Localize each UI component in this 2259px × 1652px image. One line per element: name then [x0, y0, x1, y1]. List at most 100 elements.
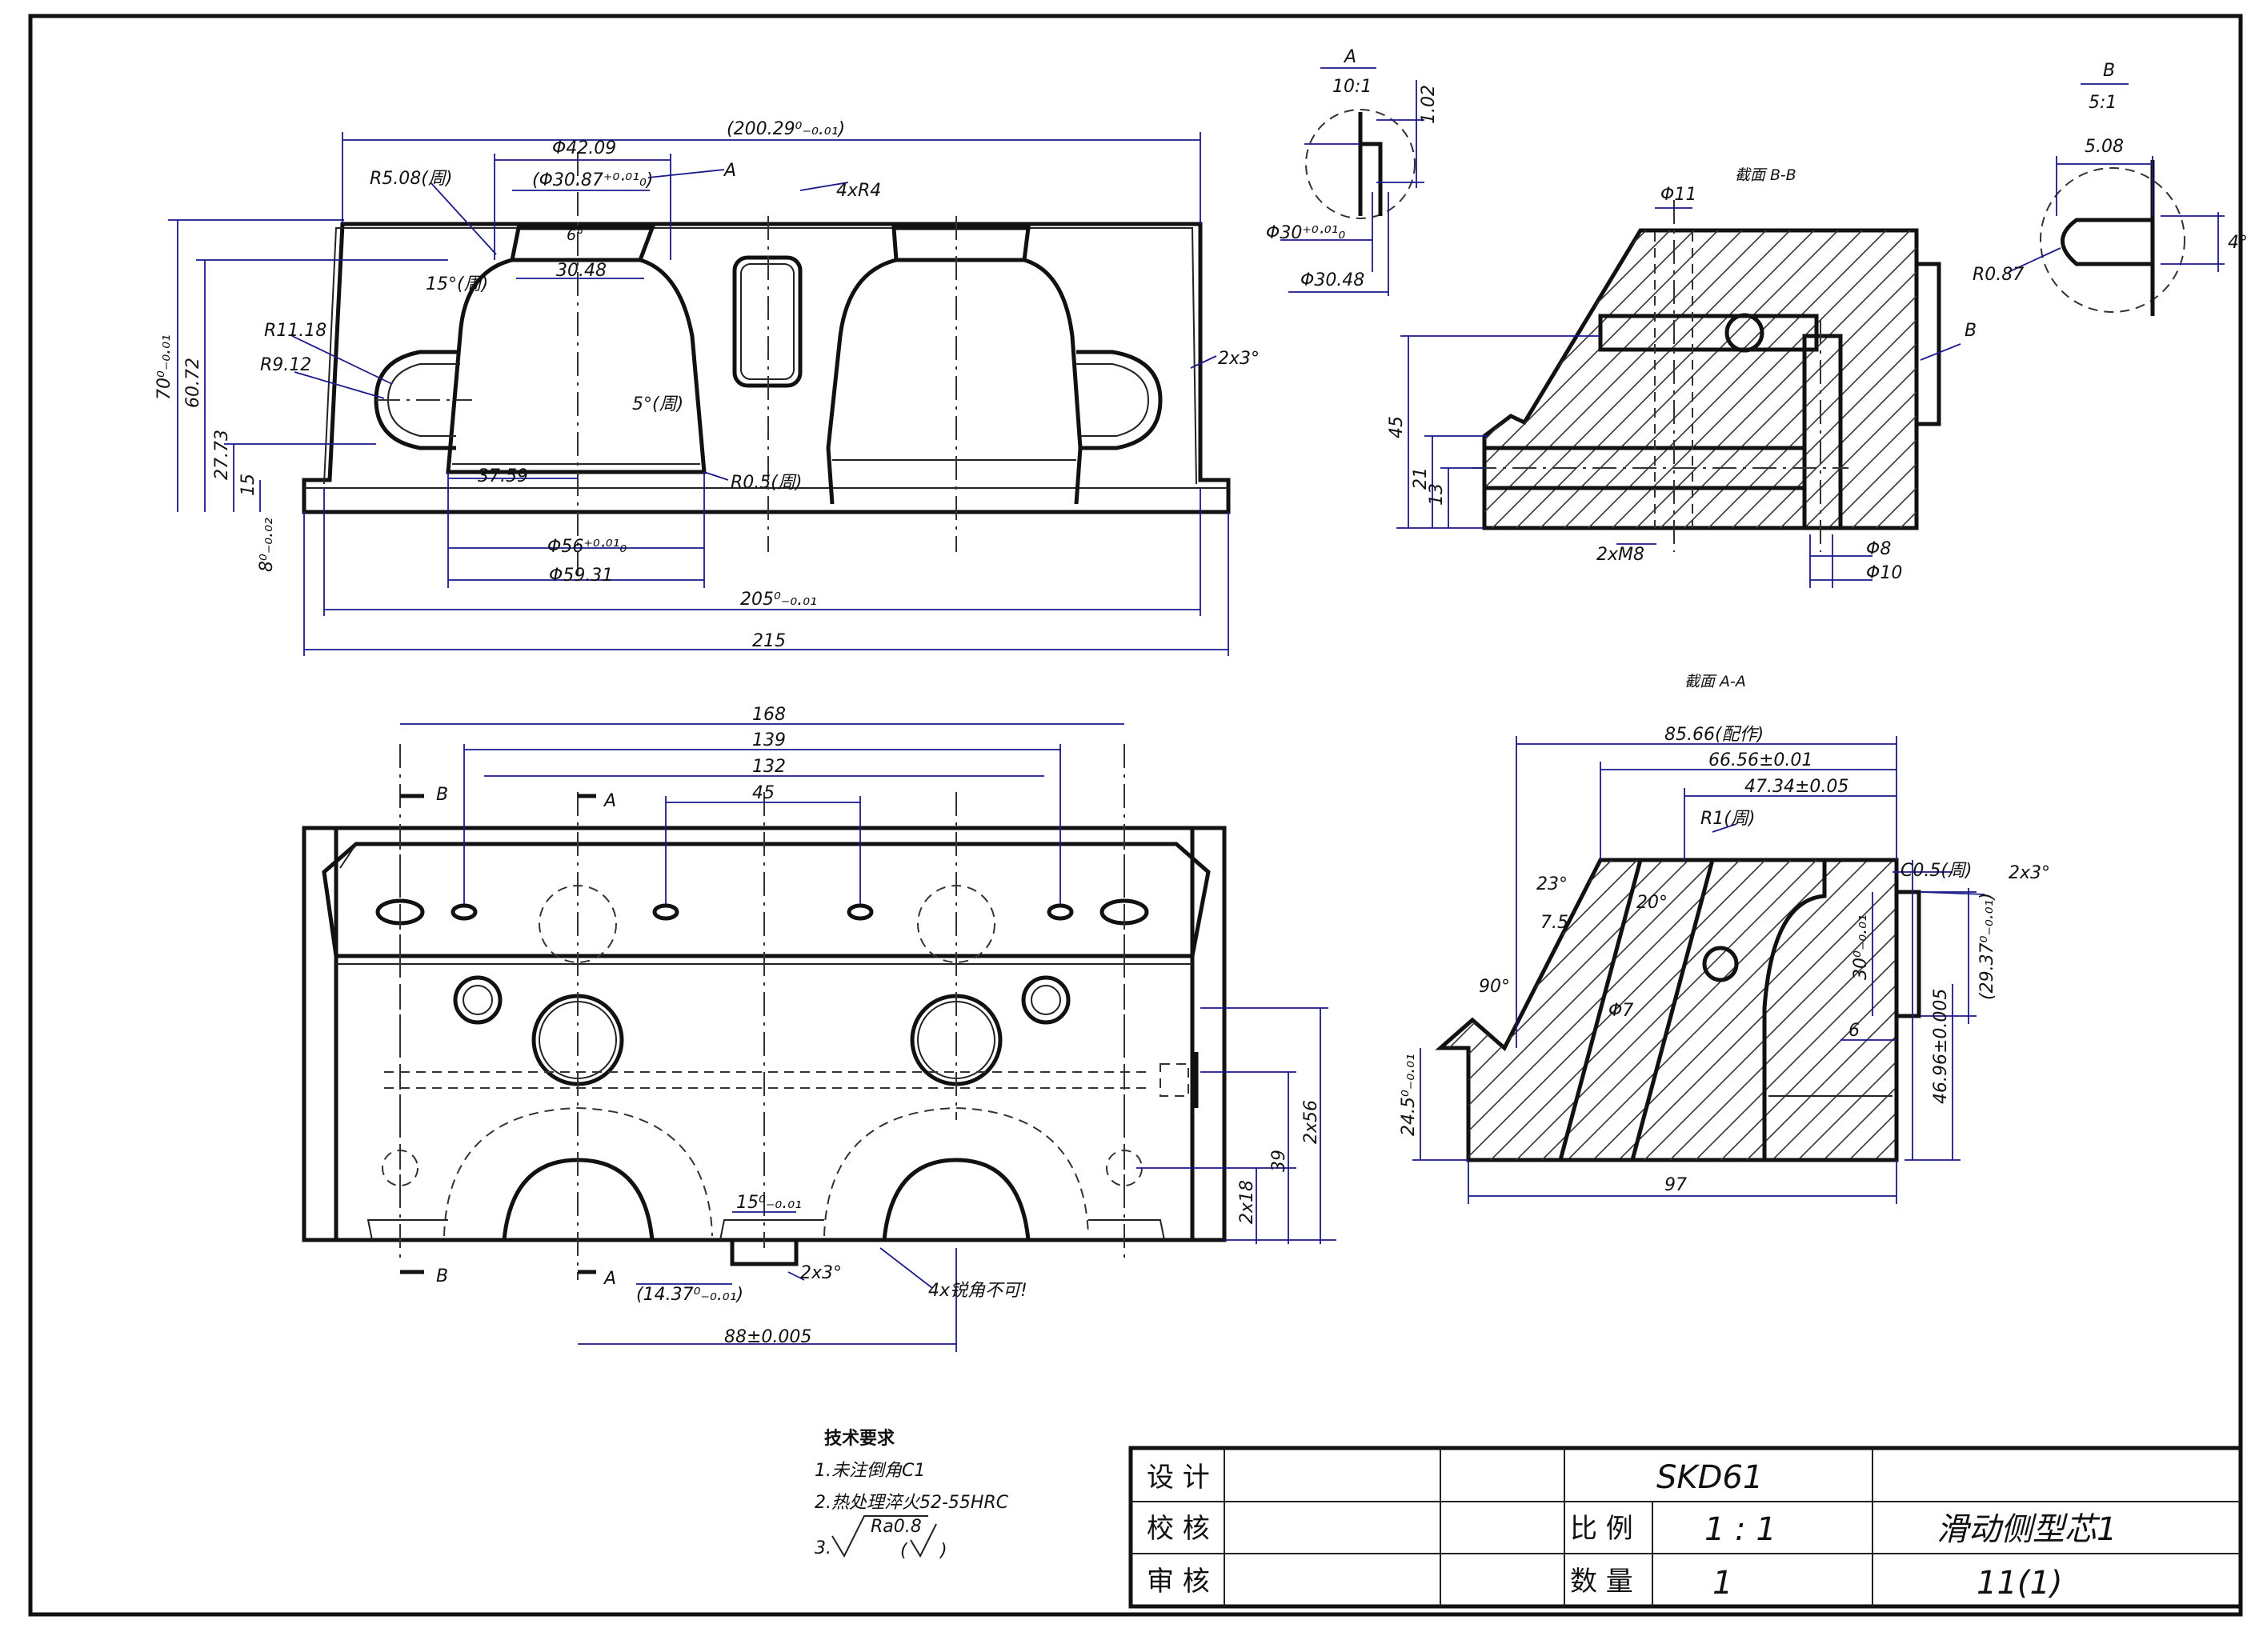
- hatch-line: [1560, 230, 1865, 528]
- hatch-line: [1440, 860, 1540, 1160]
- hatch-line: [1614, 860, 1897, 1160]
- detail-a-scale: 10:1: [1332, 77, 1372, 97]
- dim-h15: 15: [238, 474, 258, 496]
- hatch-line: [1584, 230, 1889, 528]
- section-aa-title: 截面 A-A: [1684, 673, 1746, 690]
- detail-b-scale: 5:1: [2089, 93, 2117, 113]
- hatch-line: [1848, 230, 1917, 528]
- dim-overall-width: (200.29⁰₋₀.₀₁): [727, 119, 845, 139]
- section-aa-d2937: (29.37⁰₋₀.₀₁): [1977, 893, 1997, 1000]
- section-bb-h21: 21: [1411, 467, 1431, 490]
- dim-angle-15: 15°(周): [426, 274, 488, 294]
- hatch-line: [1608, 230, 1913, 528]
- section-bb-label-b: B: [1965, 321, 1977, 341]
- section-aa-d6656: 66.56±0.01: [1708, 750, 1812, 770]
- bottom-cut-b-bot: B: [436, 1266, 448, 1286]
- drawing-border: [28, 14, 2243, 1617]
- hatch-line: [1486, 860, 1796, 1160]
- dim-h6072: 60.72: [183, 358, 203, 408]
- section-bb-d8: Φ8: [1866, 539, 1891, 559]
- bottom-d168: 168: [752, 705, 786, 725]
- section-bb-m8: 2xM8: [1596, 545, 1644, 565]
- hatch-line: [1484, 230, 1721, 528]
- technical-requirements: 技术要求 1.未注倒角C1 2.热处理淬火52-55HRC 3. Ra0.8 (…: [815, 1429, 1009, 1561]
- hatch-line: [1640, 860, 1897, 1160]
- tb-qty-label: 数 量: [1570, 1566, 1633, 1598]
- hatch-line: [1537, 860, 1847, 1160]
- dim-radius-top: R5.08(周): [370, 169, 452, 189]
- bottom-d1437: (14.37⁰₋₀.₀₁): [636, 1285, 743, 1305]
- hatch-line: [1128, 856, 1436, 1164]
- dim-r-inner: R9.12: [260, 355, 311, 375]
- dim-h2773: 27.73: [212, 430, 232, 480]
- detail-b-r087: R0.87: [1973, 265, 2024, 285]
- bottom-d88: 88±0.005: [724, 1327, 811, 1347]
- hatch-line: [1656, 230, 1917, 528]
- bottom-d2x18: 2x18: [1237, 1180, 1257, 1224]
- bottom-d2x56: 2x56: [1301, 1100, 1321, 1144]
- section-aa-draft: 2x3°: [2009, 863, 2050, 883]
- dim-w215: 215: [752, 631, 786, 651]
- dim-h8: 8⁰₋₀.₀₂: [257, 518, 277, 572]
- dim-d56: Φ56⁺⁰·⁰¹₀: [547, 537, 627, 557]
- roughness-paren-close: ): [939, 1541, 947, 1561]
- detail-a: A 10:1 1.02 Φ30⁺⁰·⁰¹₀ Φ30.48: [1266, 47, 1439, 296]
- hatch-line: [1512, 230, 1817, 528]
- bottom-d139: 139: [752, 730, 786, 750]
- section-bb-d11: Φ11: [1660, 185, 1696, 205]
- tb-scale-value: 1 : 1: [1704, 1511, 1776, 1548]
- hatch-line: [1896, 230, 1917, 528]
- bottom-note4x: 4x锐角不可!: [928, 1281, 1027, 1301]
- title-block: 设 计 校 核 审 核 SKD61 比 例 1 : 1 数 量 1 滑动侧型芯1…: [1128, 1446, 2243, 1609]
- tech-req-line1: 1.未注倒角C1: [815, 1461, 925, 1481]
- bottom-cut-a-bot: A: [603, 1269, 616, 1289]
- hatch-line: [1563, 860, 1872, 1160]
- section-aa-d245: 24.5⁰₋₀.₀₁: [1399, 1054, 1419, 1136]
- hatch-line: [1440, 860, 1591, 1160]
- hatch-line: [1440, 860, 1642, 1160]
- section-aa-d4734: 47.34±0.05: [1744, 777, 1848, 797]
- tb-review-label: 审 核: [1147, 1566, 1210, 1598]
- dim-w3759: 37.59: [478, 466, 528, 486]
- detail-a-title: A: [1343, 47, 1356, 67]
- tech-req-line3-num: 3.: [815, 1538, 831, 1558]
- dim-inner-width: 30.48: [556, 261, 607, 281]
- front-view: (200.29⁰₋₀.₀₁) Φ42.09 (Φ30.87⁺⁰·⁰¹₀) 6° …: [154, 119, 1260, 656]
- section-aa-r1: R1(周): [1700, 809, 1755, 829]
- dim-w205: 205⁰₋₀.₀₁: [740, 590, 817, 610]
- section-aa-d8566: 85.66(配作): [1664, 725, 1764, 745]
- tb-qty-value: 1: [1712, 1565, 1732, 1602]
- section-bb-h45: 45: [1387, 416, 1407, 438]
- bottom-d45: 45: [752, 783, 775, 803]
- tb-material: SKD61: [1656, 1459, 1763, 1496]
- hatch-line: [1460, 860, 1770, 1160]
- hatch-line: [1776, 230, 1917, 528]
- hatch-line: [1691, 860, 1897, 1160]
- detail-a-d3048: Φ30.48: [1300, 270, 1364, 290]
- dim-h70: 70⁰₋₀.₀₁: [154, 334, 174, 400]
- section-aa-d97: 97: [1664, 1175, 1687, 1195]
- bottom-d15: 15⁰₋₀.₀₁: [736, 1193, 802, 1213]
- roughness-symbol: [831, 1515, 928, 1558]
- section-bb-d10: Φ10: [1866, 563, 1902, 583]
- tech-req-line2: 2.热处理淬火52-55HRC: [815, 1493, 1009, 1513]
- dim-r05: R0.5(周): [731, 473, 802, 493]
- hatch-line: [1844, 860, 1897, 1160]
- hatch-line: [1488, 230, 1793, 528]
- dim-d5931: Φ59.31: [549, 566, 613, 586]
- hatch-line: [1728, 230, 1917, 528]
- roughness-symbol-small: [910, 1523, 937, 1558]
- bottom-view: 168 139 132 45 B A B A 15⁰₋₀.₀₁ 2x3° (14…: [302, 705, 1336, 1352]
- section-aa-c05: C0.5(周): [1901, 861, 1973, 881]
- bottom-d39: 39: [1269, 1150, 1289, 1172]
- dim-chamfer: 6°: [567, 226, 584, 244]
- section-aa-d6: 6: [1848, 1021, 1860, 1041]
- section-bb-h13: 13: [1427, 483, 1447, 506]
- hatch-line: [1716, 860, 1897, 1160]
- detail-a-d102: 1.02: [1419, 85, 1439, 124]
- dim-draft: 2x3°: [1218, 349, 1260, 369]
- tb-scale-label: 比 例: [1570, 1513, 1633, 1545]
- section-aa-d75: 7.5: [1540, 913, 1568, 933]
- section-aa-d4696: 46.96±0.005: [1931, 989, 1951, 1104]
